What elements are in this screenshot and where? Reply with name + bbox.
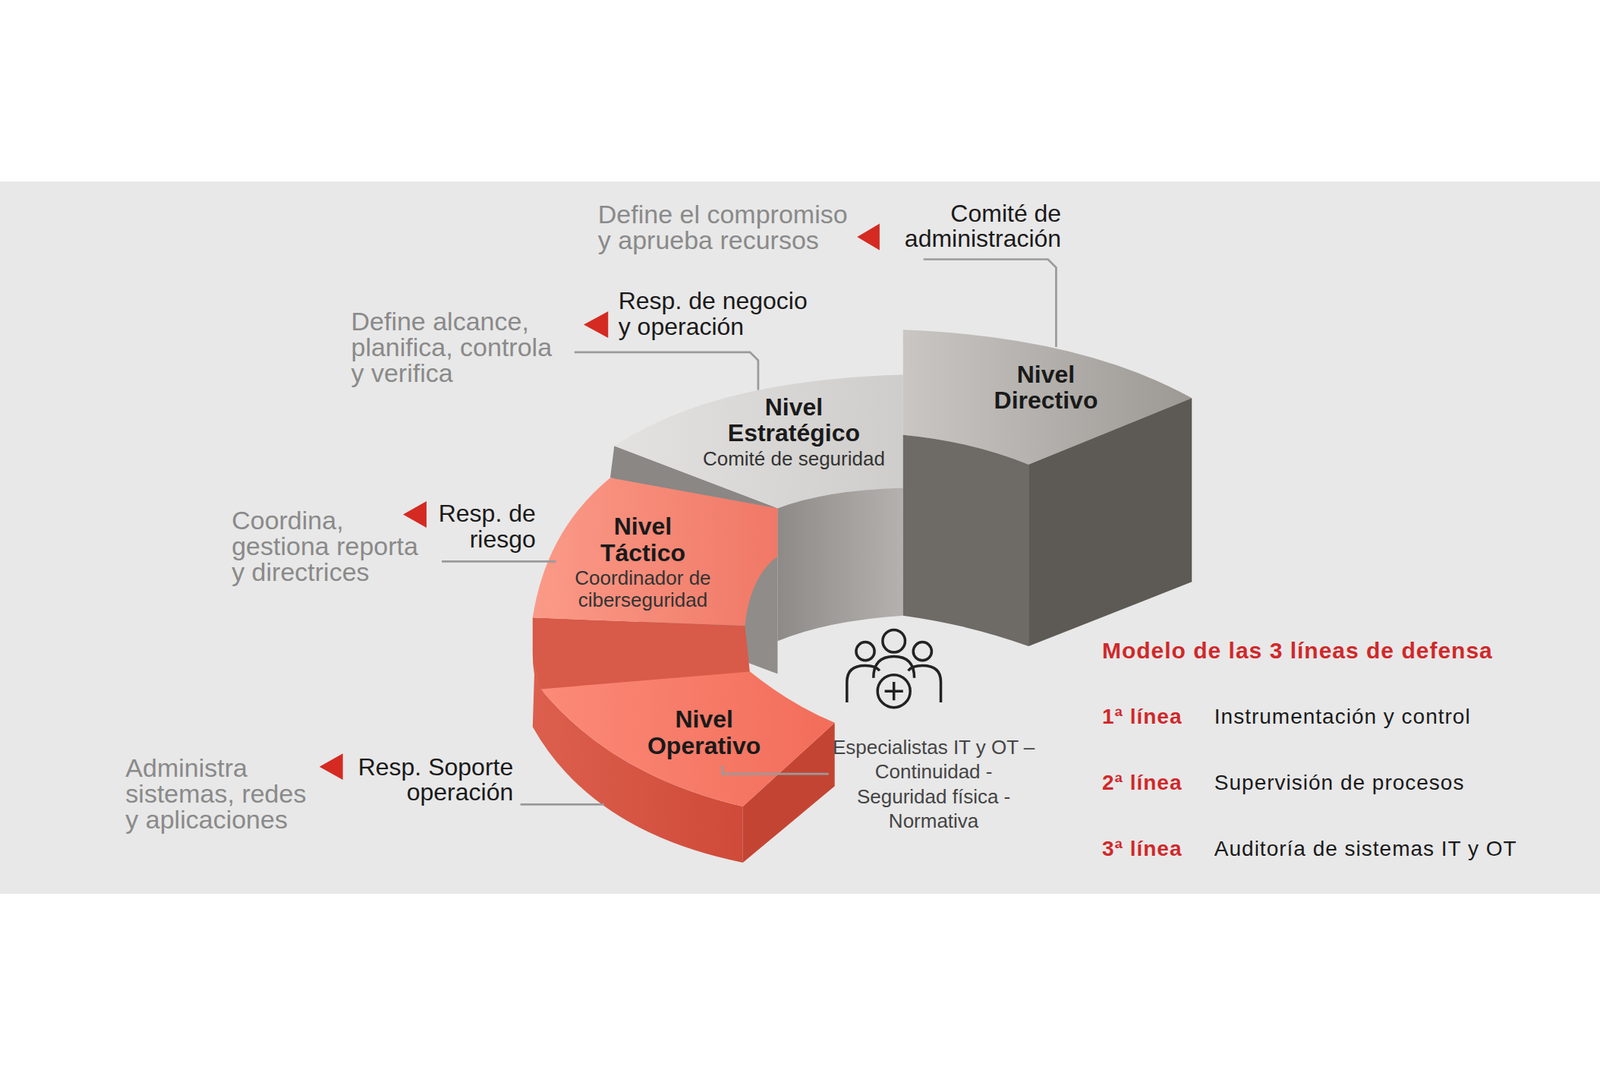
- role-callout: Comité de administración: [885, 201, 1062, 252]
- pointer-triangle: [403, 500, 427, 528]
- legend-heading: Modelo de las 3 líneas de defensa: [1102, 637, 1493, 664]
- line-number: 1ª línea: [1102, 704, 1183, 729]
- role-description: Define alcance, planifica, controla y ve…: [350, 308, 565, 386]
- level-name: Nivel Operativo: [639, 705, 769, 759]
- role-description: Coordina, gestiona reporta y directrices: [231, 507, 431, 585]
- pointer-triangle: [856, 223, 880, 250]
- level-segment: Nivel Directivo: [983, 361, 1109, 414]
- pointer-triangle: [319, 752, 344, 780]
- line-description: Auditoría de sistemas IT y OT: [1214, 836, 1518, 861]
- line-description: Supervisión de procesos: [1214, 770, 1465, 795]
- leader-line: [574, 352, 759, 391]
- level-name: Nivel Táctico: [589, 513, 697, 566]
- role-description: Define el compromiso y aprueba recursos: [598, 201, 859, 253]
- line-description: Instrumentación y control: [1214, 704, 1471, 729]
- role-callout: Resp. de riesgo: [421, 500, 536, 552]
- level-name: Nivel Estratégico: [721, 393, 867, 447]
- background-band: [0, 181, 1600, 894]
- operative-top-face: [541, 671, 835, 807]
- specialists-note: Especialistas IT y OT – Continuidad - Se…: [827, 734, 1040, 834]
- icon-head: [882, 629, 906, 652]
- leader-line: [722, 765, 829, 774]
- role-description: Administra sistemas, redes y aplicacione…: [125, 754, 315, 832]
- level-name: Nivel Directivo: [985, 361, 1107, 414]
- leader-line: [520, 803, 605, 806]
- pointer-triangle: [583, 311, 608, 338]
- level-role: Comité de seguridad: [694, 447, 894, 470]
- icon-plus: [885, 681, 904, 700]
- directive-left-face: [903, 434, 1029, 646]
- leader-line: [441, 560, 557, 563]
- leader-line: [923, 258, 1057, 347]
- inner-wall: [777, 488, 903, 642]
- level-segment: Nivel Operativo: [638, 705, 771, 759]
- role-callout: Resp. de negocio y operación: [618, 288, 818, 340]
- level-role: Coordinador de ciberseguridad: [564, 566, 721, 612]
- icon-head: [913, 642, 932, 661]
- level-segment: Nivel EstratégicoComité de seguridad: [692, 393, 895, 470]
- role-callout: Resp. Soporte operación: [349, 754, 514, 806]
- people-icon: [847, 629, 942, 707]
- icon-head: [856, 642, 875, 661]
- icon-plus-circle: [877, 674, 911, 708]
- line-number: 2ª línea: [1102, 770, 1183, 795]
- level-segment: Nivel TácticoCoordinador de cibersegurid…: [563, 513, 722, 612]
- tactical-top-face: [532, 477, 778, 626]
- line-number: 3ª línea: [1102, 836, 1183, 861]
- directive-right-face: [1028, 397, 1192, 646]
